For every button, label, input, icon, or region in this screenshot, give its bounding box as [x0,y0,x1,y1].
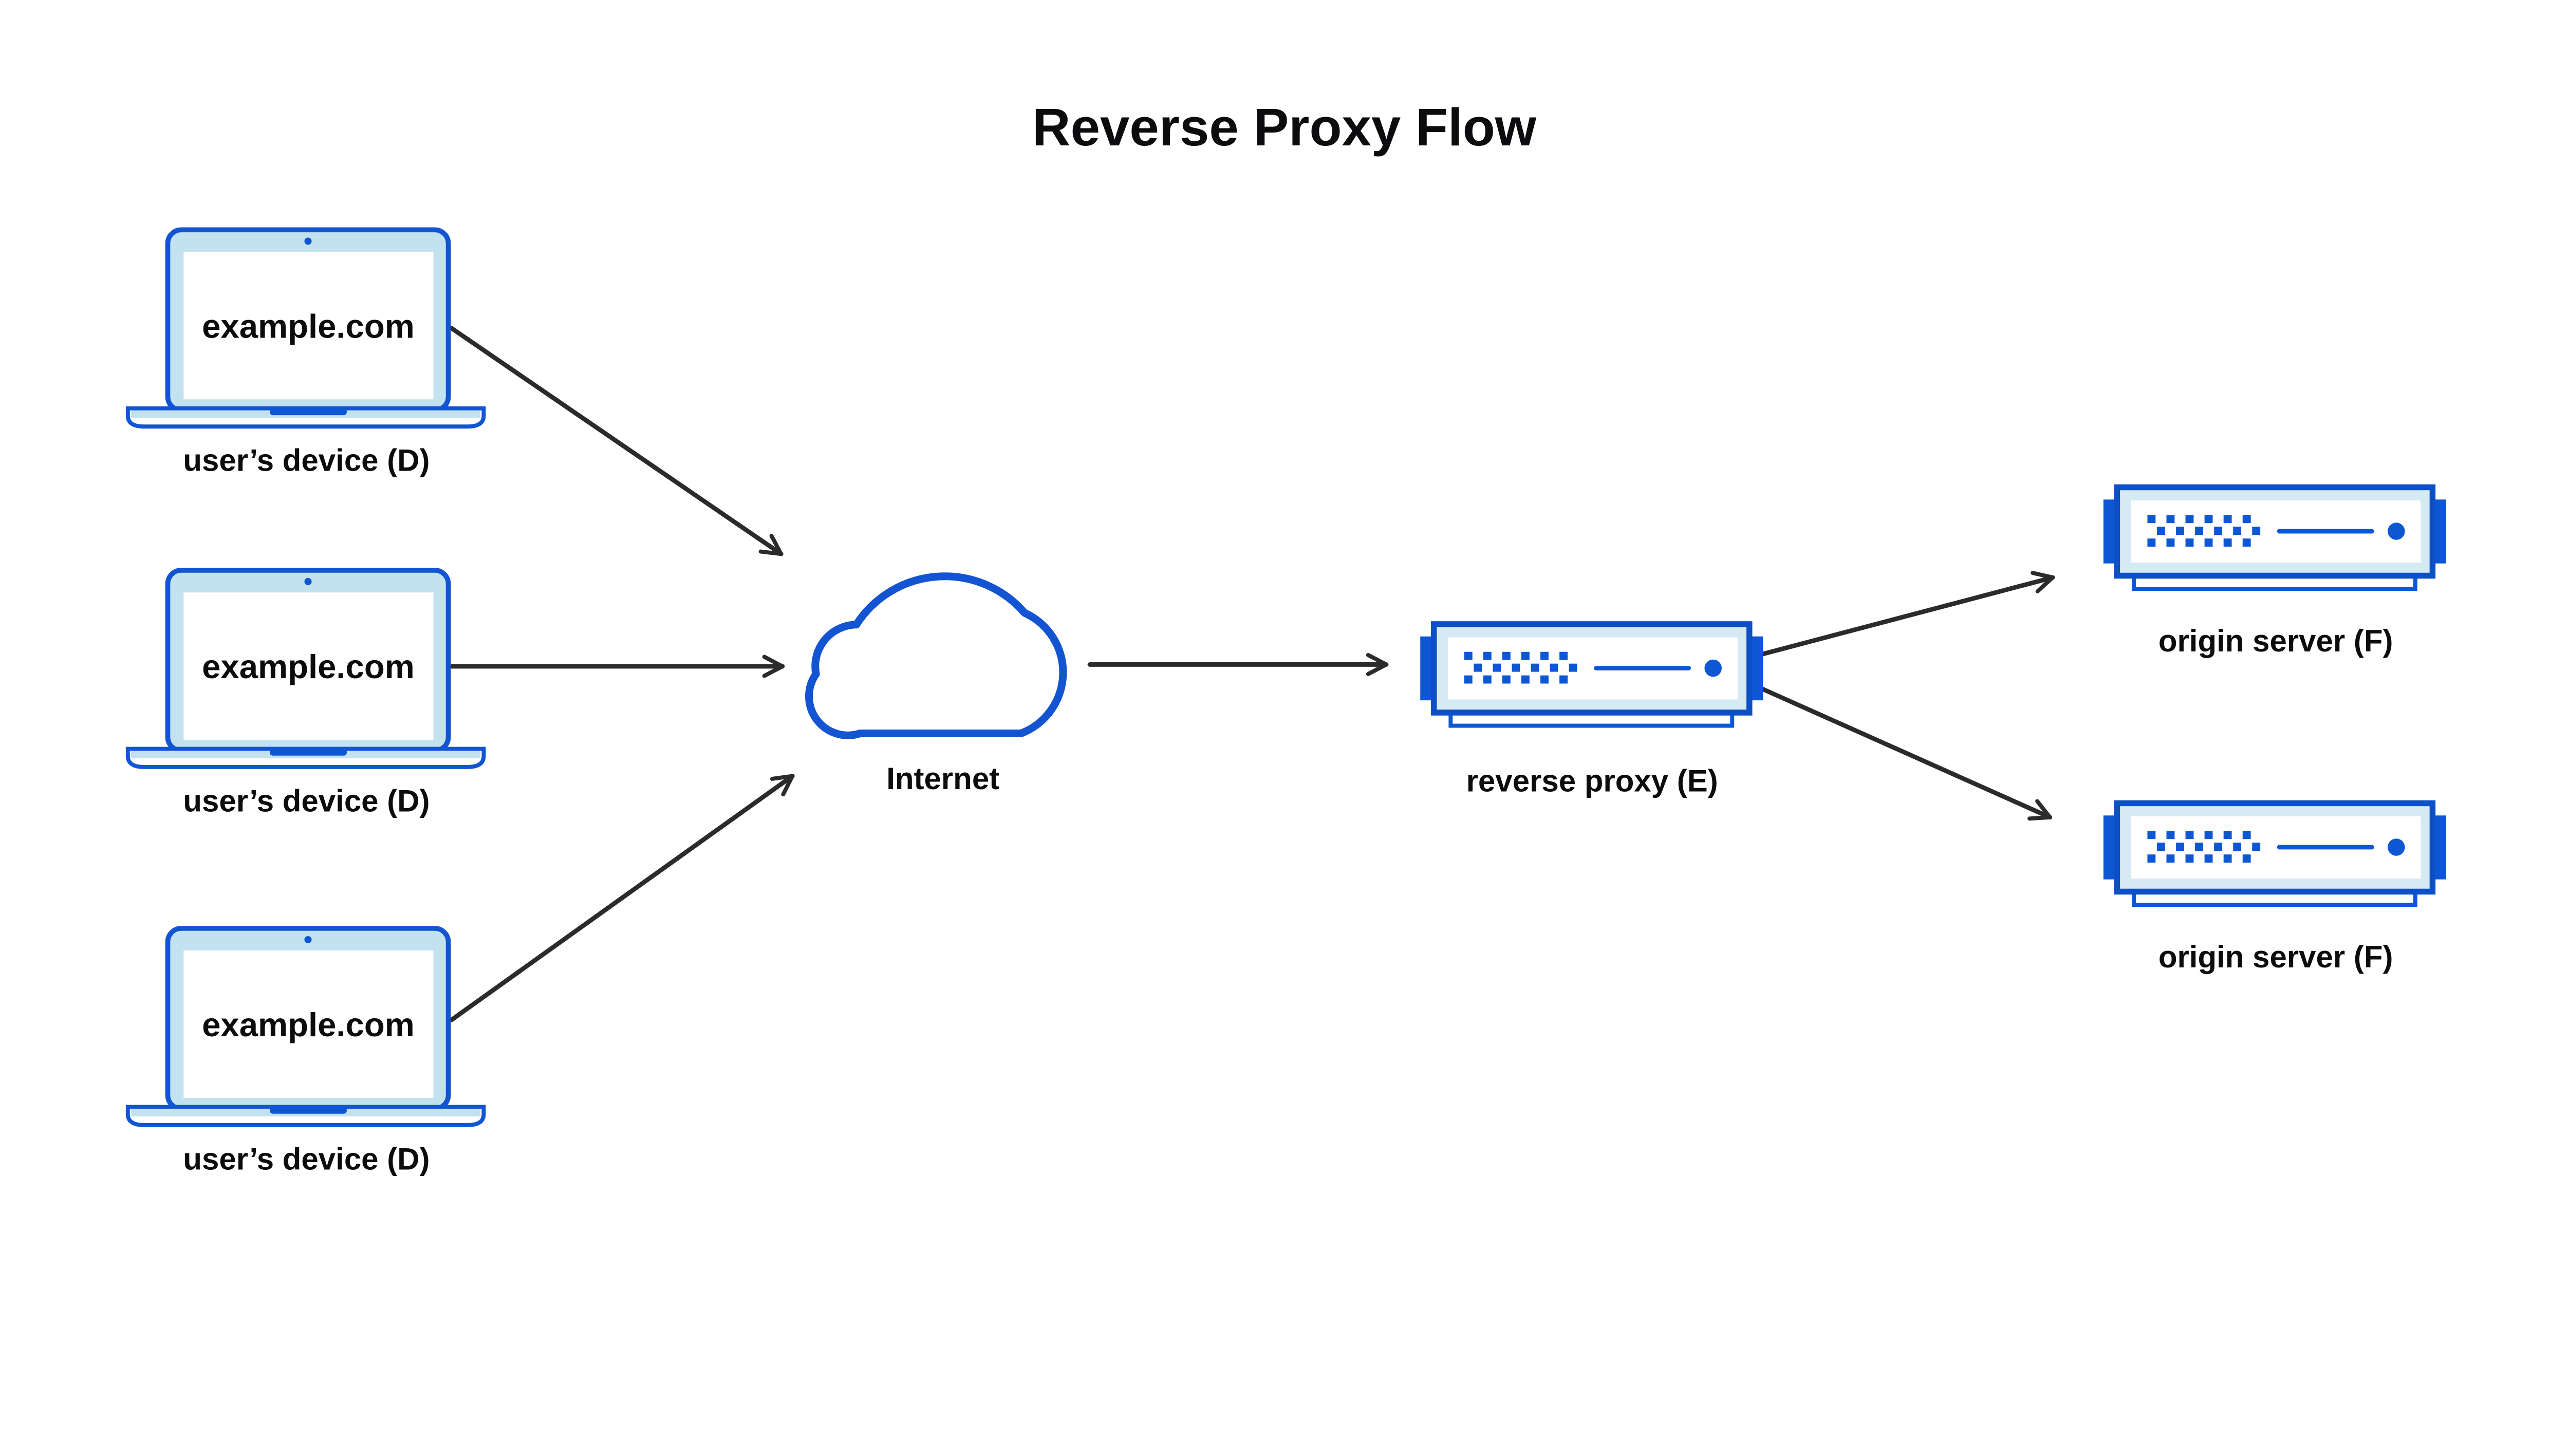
server-icon [2103,803,2446,905]
arrow-proxy-to-origin2 [1760,686,2053,821]
node-user-device-2: example.com user’s device (D) [128,570,484,818]
server-icon [2103,487,2446,589]
node-user-device-1: example.com user’s device (D) [128,230,484,478]
node-origin-server-2: origin server (F) [2103,803,2446,974]
device-screen-label: example.com [202,307,415,345]
origin-server-caption: origin server (F) [2158,940,2393,974]
cloud-icon [805,572,1067,739]
node-internet: Internet [805,572,1067,796]
arrow-device1-to-internet [449,326,784,556]
flow-arrows [449,326,2055,1022]
device-caption: user’s device (D) [183,1142,430,1176]
server-icon [1420,624,1763,726]
arrow-proxy-to-origin1 [1760,571,2055,657]
device-caption: user’s device (D) [183,783,430,818]
device-screen-label: example.com [202,1006,415,1043]
reverse-proxy-caption: reverse proxy (E) [1466,763,1718,798]
reverse-proxy-flow-diagram: Reverse Proxy Flow example.com user’s de… [125,98,2449,1177]
node-user-device-3: example.com user’s device (D) [128,928,484,1176]
node-origin-server-1: origin server (F) [2103,487,2446,658]
internet-caption: Internet [886,761,999,796]
origin-server-caption: origin server (F) [2158,624,2393,658]
device-caption: user’s device (D) [183,443,430,478]
node-reverse-proxy: reverse proxy (E) [1420,624,1763,798]
arrow-device3-to-internet [449,774,795,1022]
device-screen-label: example.com [202,648,415,685]
page-title: Reverse Proxy Flow [1032,98,1537,157]
